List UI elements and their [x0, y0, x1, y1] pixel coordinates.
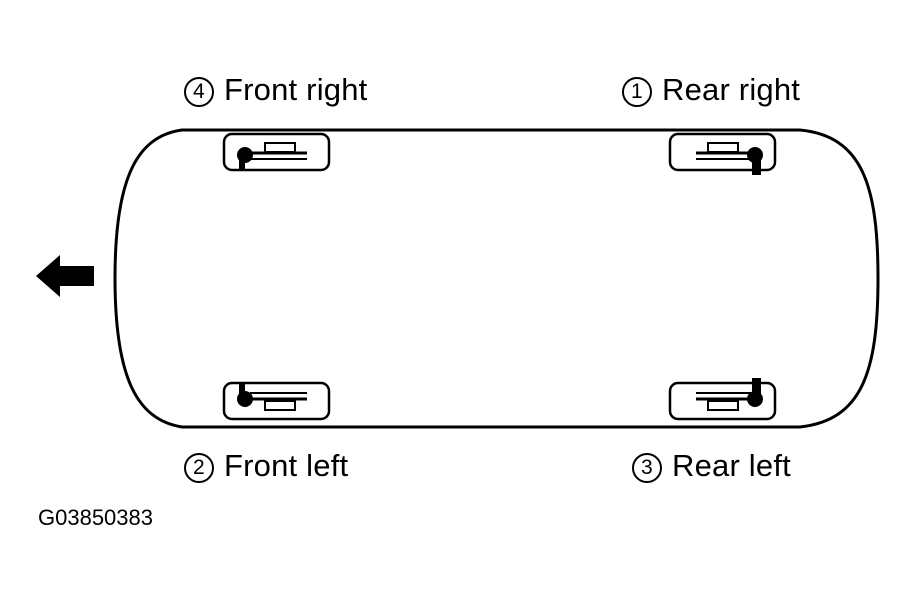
- number-2-icon: 2: [184, 453, 214, 483]
- label-rear-right-text: Rear right: [662, 72, 801, 107]
- label-front-left-text: Front left: [224, 448, 349, 483]
- wheel-sensor-front-left: [222, 381, 331, 421]
- label-front-right: 4 Front right: [184, 72, 367, 108]
- number-4-icon: 4: [184, 77, 214, 107]
- arrow-left-icon: [36, 255, 94, 297]
- label-rear-right: 1 Rear right: [622, 72, 800, 108]
- label-rear-left-text: Rear left: [672, 448, 791, 483]
- figure-code: G03850383: [38, 505, 153, 530]
- label-front-left: 2 Front left: [184, 448, 348, 484]
- wheel-sensor-rear-right: [668, 132, 777, 175]
- label-rear-left: 3 Rear left: [632, 448, 791, 484]
- label-front-right-text: Front right: [224, 72, 368, 107]
- wheel-sensor-rear-left: [668, 378, 777, 421]
- wheel-sensor-front-right: [222, 132, 331, 172]
- number-1-icon: 1: [622, 77, 652, 107]
- number-3-icon: 3: [632, 453, 662, 483]
- vehicle-body-outline: [113, 128, 880, 429]
